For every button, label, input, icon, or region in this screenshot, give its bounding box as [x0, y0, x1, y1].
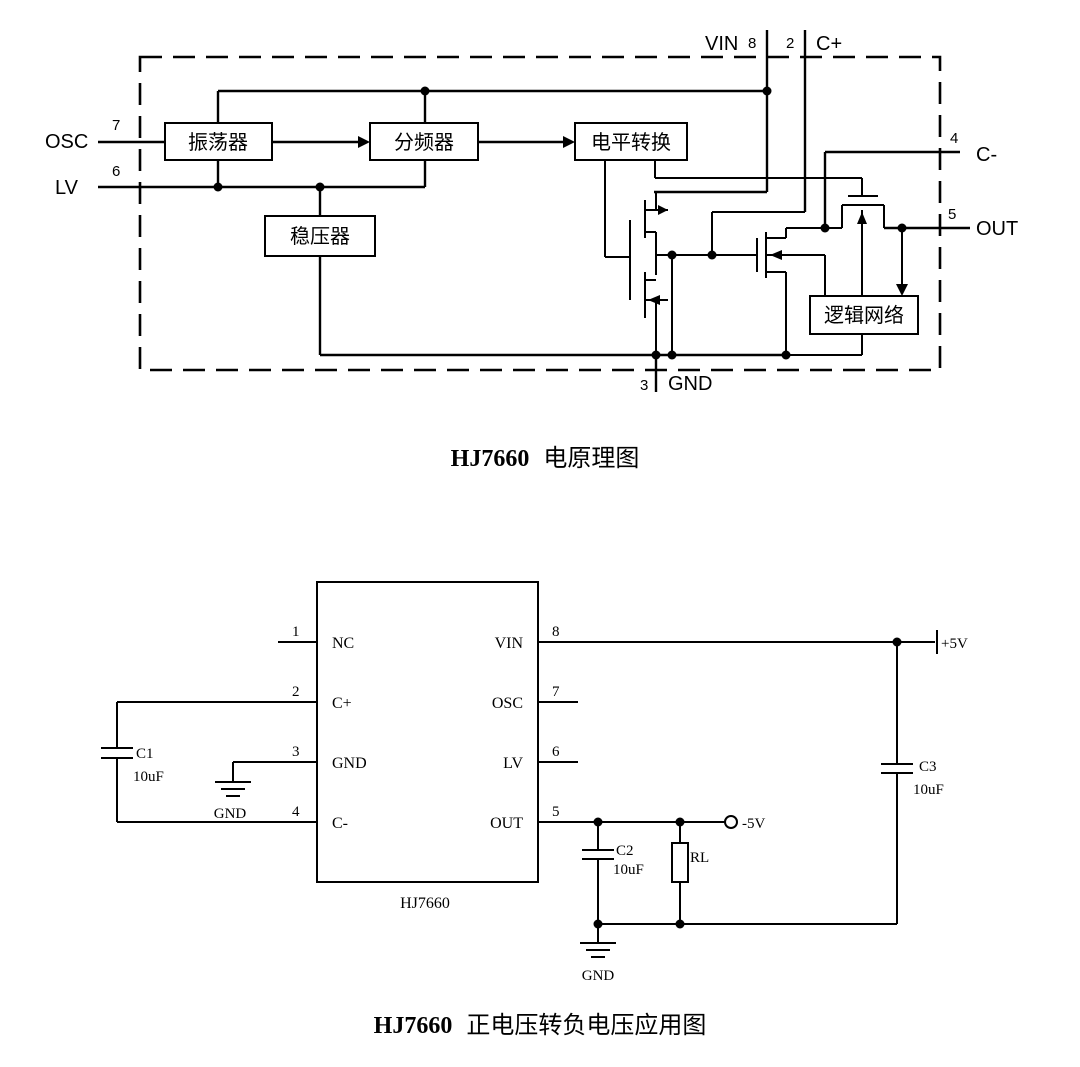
cminus-label: C- [976, 144, 997, 166]
chip-name: HJ7660 [400, 895, 450, 912]
osc-pin-number: 7 [112, 117, 120, 134]
arrowhead [358, 136, 370, 148]
oscillator-block [164, 122, 273, 161]
pin4-number: 4 [292, 804, 300, 820]
logic-block [809, 295, 919, 335]
block-diagram: VIN 8 2 C+ OSC 7 LV 6 振荡器 分频器 电平转换 稳压器 [45, 30, 1018, 472]
cminus-pin-number: 4 [950, 130, 958, 147]
out-pin-number: 5 [948, 206, 956, 223]
application-circuit: HJ7660 1 NC 2 C+ 3 GND 4 C- 8 VIN 7 OSC … [101, 581, 968, 1039]
pin8-number: 8 [552, 624, 560, 640]
cplus-label: C+ [816, 33, 842, 55]
caption2-bold: HJ7660 [374, 1013, 453, 1039]
c1-value: 10uF [133, 769, 164, 785]
cmos-inverter [629, 192, 805, 355]
pin4-name: C- [332, 815, 348, 832]
regulator-label: 稳压器 [290, 224, 350, 248]
c2-name: C2 [616, 843, 634, 859]
arrowhead [648, 295, 660, 305]
pin3-name: GND [332, 755, 367, 772]
pin7-name: OSC [492, 695, 523, 712]
capacitor-c1: C1 10uF [101, 702, 164, 822]
chip-body [316, 581, 539, 883]
pin5-name: OUT [490, 815, 523, 832]
cplus-pin-number: 2 [786, 35, 794, 52]
diagram2-caption: HJ7660 正电压转负电压应用图 [374, 1011, 707, 1039]
arrowhead [857, 212, 867, 224]
resistor-rl: RL [671, 822, 709, 924]
c3-name: C3 [919, 759, 937, 775]
capacitor-c2: C2 10uF [582, 822, 644, 943]
logic-label: 逻辑网络 [824, 303, 904, 327]
diagram1-caption: HJ7660 电原理图 [451, 444, 640, 472]
arrowhead [563, 136, 575, 148]
output-transistor [825, 195, 885, 296]
c2-value: 10uF [613, 862, 644, 878]
vneg-label: -5V [742, 816, 765, 832]
vin-pin-number: 8 [748, 35, 756, 52]
chip-outline-dashed [138, 55, 942, 372]
pin2-name: C+ [332, 695, 352, 712]
vpos-label: +5V [941, 636, 968, 652]
gnd-bottom-label: GND [582, 968, 615, 984]
osc-label: OSC [45, 131, 88, 153]
junction [675, 919, 685, 929]
divider-label: 分频器 [394, 130, 454, 154]
c1-name: C1 [136, 746, 154, 762]
pin5-number: 5 [552, 804, 560, 820]
pin2-number: 2 [292, 684, 300, 700]
gnd-pin-number: 3 [640, 377, 648, 394]
caption1-bold: HJ7660 [451, 446, 530, 472]
junction [420, 86, 430, 96]
switch-transistor [756, 227, 826, 355]
pin7-number: 7 [552, 684, 560, 700]
out-label: OUT [976, 218, 1018, 240]
gnd-label: GND [668, 373, 712, 395]
lv-pin-number: 6 [112, 163, 120, 180]
gnd-left-label: GND [214, 806, 247, 822]
arrowhead [896, 284, 908, 296]
caption2-rest: 正电压转负电压应用图 [466, 1011, 706, 1039]
vin-label: VIN [705, 33, 738, 55]
pin3-number: 3 [292, 744, 300, 760]
caption1-rest: 电原理图 [543, 444, 639, 472]
level-shift-label: 电平转换 [591, 130, 671, 154]
arrowhead [770, 250, 782, 260]
ground-symbol-left: GND [214, 762, 251, 822]
pin6-number: 6 [552, 744, 560, 760]
c3-value: 10uF [913, 782, 944, 798]
ground-symbol-bottom: GND [580, 942, 616, 984]
rl-body [671, 842, 689, 883]
vneg-terminal [724, 815, 738, 829]
pin8-name: VIN [495, 635, 524, 652]
capacitor-c3: C3 10uF [881, 642, 944, 924]
oscillator-label: 振荡器 [188, 130, 248, 154]
rl-name: RL [690, 850, 709, 866]
junction [593, 919, 603, 929]
pin6-name: LV [503, 755, 523, 772]
arrowhead [658, 205, 668, 215]
level-shift-block [574, 122, 688, 161]
pin1-number: 1 [292, 624, 300, 640]
pin1-name: NC [332, 635, 354, 652]
divider-block [369, 122, 479, 161]
lv-label: LV [55, 177, 79, 199]
